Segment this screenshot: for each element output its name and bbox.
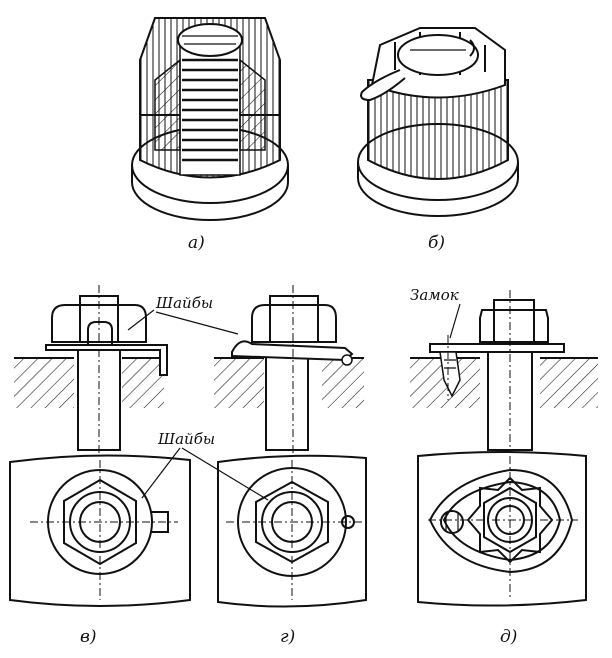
drawing-d-section [410, 290, 598, 470]
plan-view-d [417, 451, 587, 607]
leader-washers-top [127, 309, 239, 335]
annotation-washers-top: Шайбы [155, 294, 213, 312]
label-v: в) [80, 627, 97, 647]
lock-plate-d [429, 343, 565, 353]
drawing-g-section [214, 285, 364, 470]
label-g: г) [280, 627, 295, 647]
label-a: а) [188, 233, 205, 253]
plan-view-g [217, 454, 367, 608]
drawing-b-castle-nut [357, 27, 519, 217]
leader-washers-mid [141, 447, 269, 501]
drawing-a-cutaway-nut [131, 17, 289, 221]
leader-lock [449, 303, 461, 339]
annotation-lock: Замок [410, 286, 459, 304]
plan-view-v [9, 454, 191, 607]
cotter-pin-b [360, 69, 406, 102]
lock-washer-g [231, 340, 354, 362]
drawing-v-section [14, 285, 168, 470]
label-b: б) [428, 233, 445, 253]
thread-lines-a [182, 58, 238, 162]
annotation-washers-mid: Шайбы [157, 430, 215, 448]
label-d: д) [500, 627, 517, 647]
tab-washer-v [45, 344, 168, 376]
